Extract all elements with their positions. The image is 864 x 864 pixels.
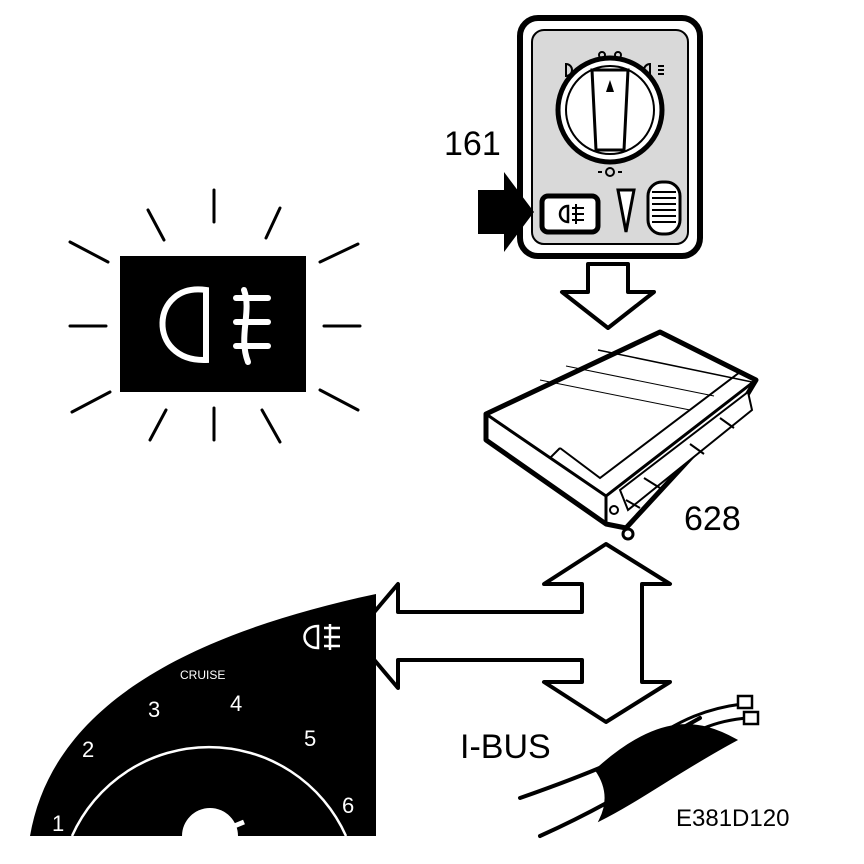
cruise-label: CRUISE bbox=[180, 668, 225, 682]
module-number-label: 628 bbox=[684, 500, 741, 538]
i-bus-label: I-BUS bbox=[460, 728, 551, 766]
i-bus-cable bbox=[518, 694, 760, 838]
rear-fog-warning-lamp bbox=[68, 188, 362, 444]
light-switch-panel bbox=[517, 15, 703, 259]
dashboard-rear-fog-indicator bbox=[303, 624, 340, 650]
control-module bbox=[483, 329, 759, 541]
rear-fog-light-icon bbox=[558, 204, 584, 224]
rear-fog-switch-button[interactable] bbox=[539, 193, 601, 235]
down-arrow bbox=[560, 262, 656, 330]
switch-number-label: 161 bbox=[444, 125, 501, 163]
gauge-number-2: 2 bbox=[82, 737, 94, 762]
gauge-number-4: 4 bbox=[230, 691, 242, 716]
dimmer-wheel bbox=[646, 180, 682, 236]
gauge-number-6: 6 bbox=[342, 793, 354, 818]
rear-fog-light-icon bbox=[159, 286, 271, 365]
figure-code-label: E381D120 bbox=[676, 805, 789, 832]
gauge-number-3: 3 bbox=[148, 697, 160, 722]
rear-fog-light-icon bbox=[303, 624, 320, 650]
glow-rays bbox=[68, 188, 362, 444]
instrument-cluster: CRUISE 1 2 3 4 5 6 bbox=[30, 594, 376, 839]
bus-arrow bbox=[352, 542, 672, 724]
pointer-arrow bbox=[478, 172, 534, 252]
gauge-number-5: 5 bbox=[304, 726, 316, 751]
gauge-number-1: 1 bbox=[52, 811, 64, 836]
